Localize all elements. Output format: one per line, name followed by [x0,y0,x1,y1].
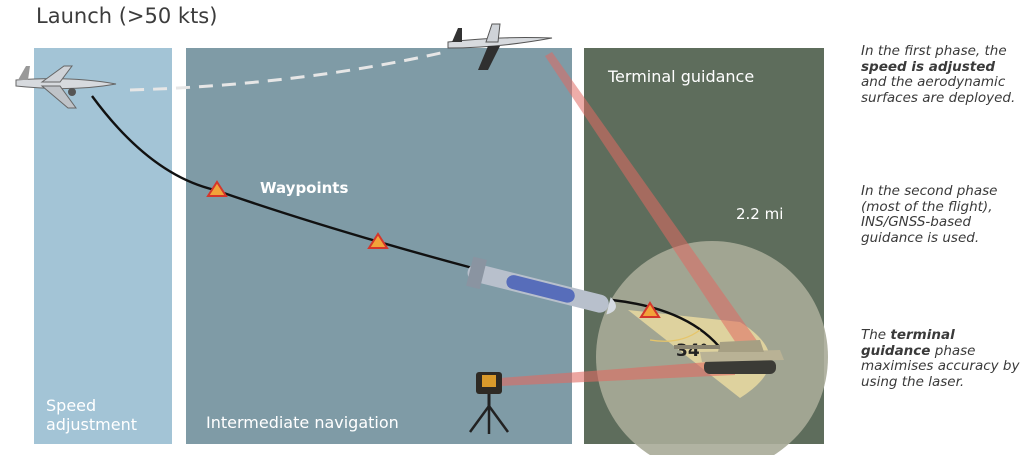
phase3-description-emphasis: terminal guidance [861,327,955,359]
laser-beam-designator [500,360,735,386]
missile-icon [466,256,616,315]
phase2-description: In the second phase (most of the flight)… [861,183,1021,246]
angle-arc [649,329,701,342]
phase2-description-text: In the second phase (most of the flight)… [861,183,998,246]
phase3-description-text: phase maximises accuracy by using the la… [861,342,1020,390]
phase3-description-text: The [861,327,891,343]
drone-icon [447,23,553,70]
range-label: 2.2 mi [736,205,783,223]
speed-adjustment-panel: Speed adjustment [34,48,172,444]
waypoint-marker-icon [639,301,661,318]
terminal-guidance-label: Terminal guidance [608,67,755,86]
page-title: Launch (>50 kts) [36,4,218,28]
laser-beam-drone [545,52,760,352]
drone-icon [15,65,117,109]
phase1-description-text: In the first phase, the [861,43,1007,59]
waypoint-marker-icon [206,180,228,197]
intermediate-navigation-label: Intermediate navigation [206,413,399,432]
waypoint-marker-icon [367,232,389,249]
tank-icon [674,340,784,374]
laser-designator-icon [468,372,510,434]
speed-adjustment-label: Speed adjustment [46,396,137,434]
phase1-description-emphasis: speed is adjusted [861,58,996,75]
waypoints-label: Waypoints [260,179,348,197]
flight-path-diagram: 34° Waypoints 2.2 mi [15,23,828,455]
phase3-description: The terminal guidance phase maximises ac… [861,327,1021,390]
missile-trajectory [91,95,481,272]
drone-flight-path [129,50,446,92]
phase1-description-text: and the aerodynamic surfaces are deploye… [861,74,1016,106]
phase1-description: In the first phase, the speed is adjuste… [861,43,1021,106]
